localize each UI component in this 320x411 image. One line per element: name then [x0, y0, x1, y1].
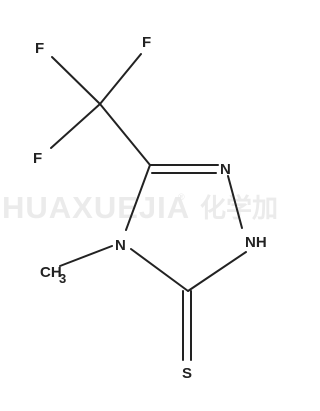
bond-cf3-ring [99, 103, 151, 166]
atom-nh: NH [245, 234, 267, 251]
bond-c-f-right [99, 53, 142, 105]
watermark-registered-mark: ® [178, 192, 185, 202]
atom-nitrogen-left: N [115, 237, 126, 254]
bonds [50, 53, 247, 361]
bond-n1-methyl [59, 245, 113, 267]
atom-labels: F F F N NH N CH 3 S [33, 34, 267, 382]
atom-methyl-subscript: 3 [59, 271, 66, 286]
structure-canvas: HUAXUEJIA ® 化学加 F F F N NH N CH 3 S [2, 34, 278, 382]
atom-methyl-ch: CH [40, 264, 62, 281]
bond-n3-c2 [187, 251, 247, 292]
atom-nitrogen-right: N [220, 161, 231, 178]
bond-c-f-bottom [50, 103, 101, 149]
bond-c5-n1 [125, 164, 151, 231]
bond-c2-n1 [130, 248, 189, 292]
bond-n4-n3 [227, 175, 243, 229]
atom-fluorine-right: F [142, 34, 151, 51]
atom-fluorine-bottom: F [33, 150, 42, 167]
watermark-brand: HUAXUEJIA [2, 190, 190, 225]
atom-sulfur: S [182, 365, 192, 382]
atom-fluorine-top: F [35, 40, 44, 57]
bond-c-f-top [51, 56, 101, 105]
